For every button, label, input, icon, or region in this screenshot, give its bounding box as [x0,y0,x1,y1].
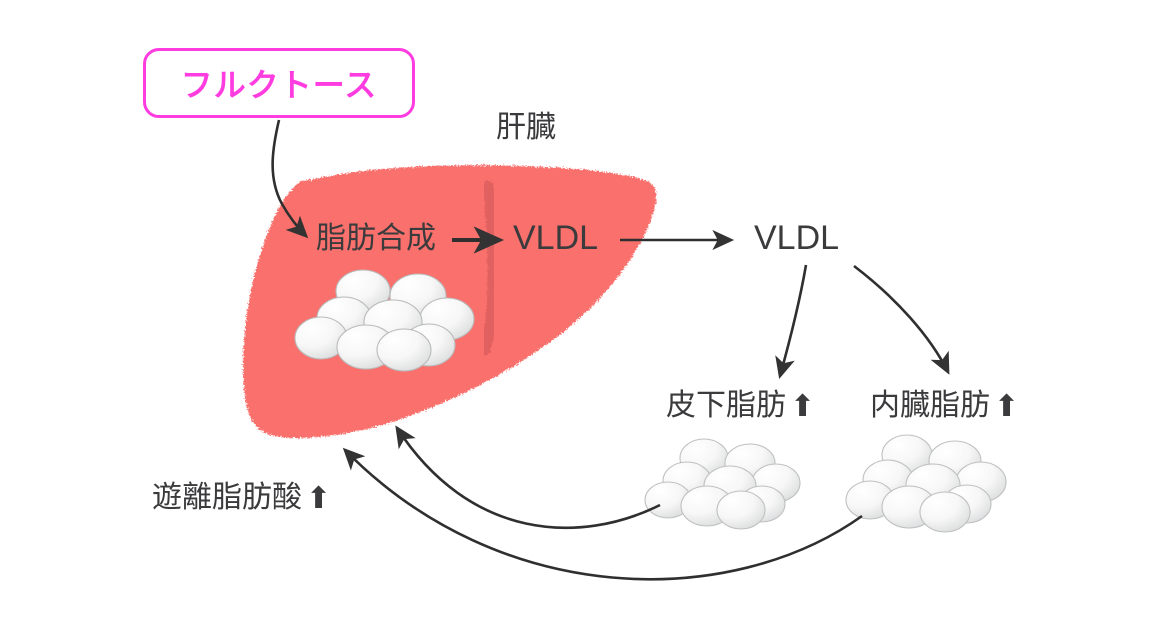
subcutaneous-fat-up-arrow-icon: ⬆ [790,390,816,423]
edge-vldl-to-visceral [853,264,950,375]
visceral-fat-label: 内臓脂肪 [870,389,990,422]
vldl-liver-label: VLDL [513,219,599,257]
subcutaneous-fat-cluster [644,438,801,530]
lipogenesis-label: 脂肪合成 [316,222,436,255]
liver-organ-label: 肝臓 [496,111,556,144]
visceral-fat-up-arrow-icon: ⬆ [994,390,1020,423]
vldl-blood-label: VLDL [754,219,840,257]
subcutaneous-fat-node: 皮下脂肪⬆ [666,389,816,423]
free-fatty-acids-up-arrow-icon: ⬆ [306,482,332,515]
free-fatty-acids-node: 遊離脂肪酸⬆ [152,481,332,515]
free-fatty-acids-label: 遊離脂肪酸 [152,481,302,514]
fructose-label: フルクトース [180,67,378,103]
edge-vldl-to-subcutaneous [775,264,808,380]
edge-visceral-to-liver [342,447,863,581]
edge-fructose-to-lipogenesis [271,119,309,239]
liver-fissure [479,180,499,356]
fructose-node[interactable]: フルクトース [143,48,415,118]
visceral-fat-cluster [845,434,1007,533]
visceral-fat-node: 内臓脂肪⬆ [870,389,1020,423]
liver-fat-cluster [294,269,475,372]
edge-subcutaneous-to-liver [395,425,661,530]
subcutaneous-fat-label: 皮下脂肪 [666,389,786,422]
